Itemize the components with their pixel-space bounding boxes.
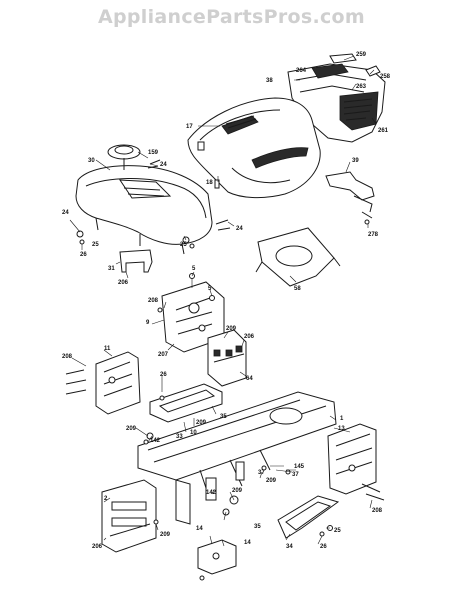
callout-35a: 35 [220, 414, 227, 420]
callout-37a: 37 [258, 470, 265, 476]
brake-pedal [277, 495, 340, 539]
callout-206a: 206 [118, 280, 129, 286]
callout-209b: 209 [196, 420, 207, 426]
callout-207: 207 [158, 352, 169, 358]
callout-206c: 206 [92, 544, 103, 550]
callout-208c: 208 [372, 508, 383, 514]
callout-1: 1 [340, 416, 344, 422]
right-side-panel [327, 423, 385, 501]
callout-259: 259 [356, 52, 367, 58]
callout-37b: 37 [292, 472, 299, 478]
callout-11: 11 [104, 346, 111, 352]
console-support [207, 329, 247, 387]
rear-plate [101, 479, 157, 553]
callout-13: 13 [338, 426, 345, 432]
callout-labels: 259 264 258 38 263 261 17 39 278 18 30 1… [62, 52, 391, 550]
callout-209d: 209 [266, 478, 277, 484]
callout-209e: 209 [232, 488, 243, 494]
callout-18: 18 [206, 180, 213, 186]
callout-26c: 26 [320, 544, 327, 550]
callout-10: 10 [190, 430, 197, 436]
callout-14b: 14 [244, 540, 251, 546]
headlight-lens [311, 53, 357, 79]
callout-208b: 208 [62, 354, 73, 360]
callout-142a: 142 [150, 438, 161, 444]
hood [187, 97, 321, 199]
callout-2: 2 [104, 496, 108, 502]
callout-25c: 25 [334, 528, 341, 534]
callout-263: 263 [356, 84, 367, 90]
callout-64: 64 [246, 376, 253, 382]
callout-24a: 24 [160, 162, 167, 168]
callout-258: 258 [380, 74, 391, 80]
callout-30: 30 [88, 158, 95, 164]
lower-bracket [197, 539, 237, 581]
side-panel [65, 351, 141, 415]
callout-209a: 209 [226, 326, 237, 332]
callout-206b: 206 [244, 334, 255, 340]
callout-142b: 142 [206, 490, 217, 496]
callout-26a: 26 [80, 252, 87, 258]
callout-25b: 25 [180, 242, 187, 248]
callout-31: 31 [108, 266, 115, 272]
callout-35b: 35 [254, 524, 261, 530]
callout-26b: 26 [160, 372, 167, 378]
fuel-cap [107, 144, 141, 170]
footrest-pan [255, 227, 341, 287]
callout-33: 33 [176, 434, 183, 440]
leader-lines [69, 55, 377, 547]
callout-9: 9 [146, 320, 150, 326]
callout-278: 278 [368, 232, 379, 238]
callout-39: 39 [352, 158, 359, 164]
callout-34: 34 [286, 544, 293, 550]
callout-5a: 5 [192, 266, 196, 272]
callout-261: 261 [378, 128, 389, 134]
callout-208a: 208 [148, 298, 159, 304]
fender-bracket [119, 249, 153, 273]
callout-264: 264 [296, 68, 307, 74]
callout-159: 159 [148, 150, 159, 156]
callout-25a: 25 [92, 242, 99, 248]
watermark: AppliancePartsPros.com [97, 6, 365, 28]
callout-24c: 24 [236, 226, 243, 232]
main-frame [137, 391, 337, 525]
fender [75, 165, 213, 255]
callout-17: 17 [186, 124, 193, 130]
hood-bracket [325, 171, 375, 225]
footrest [149, 383, 223, 423]
callout-145: 145 [294, 464, 305, 470]
callout-209f: 209 [160, 532, 171, 538]
callout-38: 38 [266, 78, 273, 84]
callout-58: 58 [294, 286, 301, 292]
callout-5b: 5 [208, 286, 212, 292]
callout-14a: 14 [196, 526, 203, 532]
callout-209c: 209 [126, 426, 137, 432]
callout-24b: 24 [62, 210, 69, 216]
